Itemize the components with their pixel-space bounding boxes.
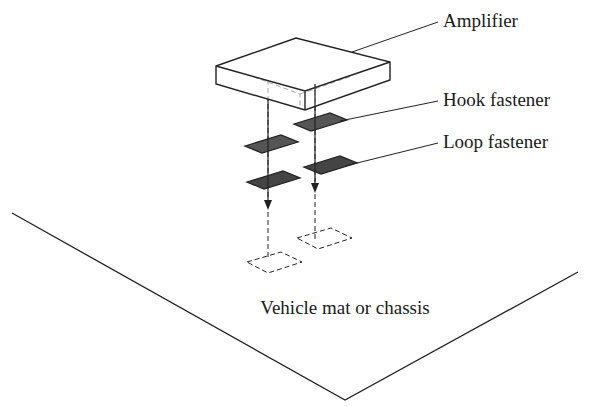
arrowhead (264, 183, 319, 210)
surface-label: Vehicle mat or chassis (260, 298, 429, 319)
loop-fastener (247, 156, 357, 189)
floor-outline (12, 213, 578, 400)
placement-arrow (268, 84, 315, 203)
leader-line (340, 22, 438, 166)
part-label: Hook fastener (443, 90, 550, 111)
part-label: Loop fastener (443, 132, 548, 153)
part-label: Amplifier (443, 11, 518, 32)
amplifier-box (216, 38, 390, 110)
hook-fastener (245, 113, 347, 153)
